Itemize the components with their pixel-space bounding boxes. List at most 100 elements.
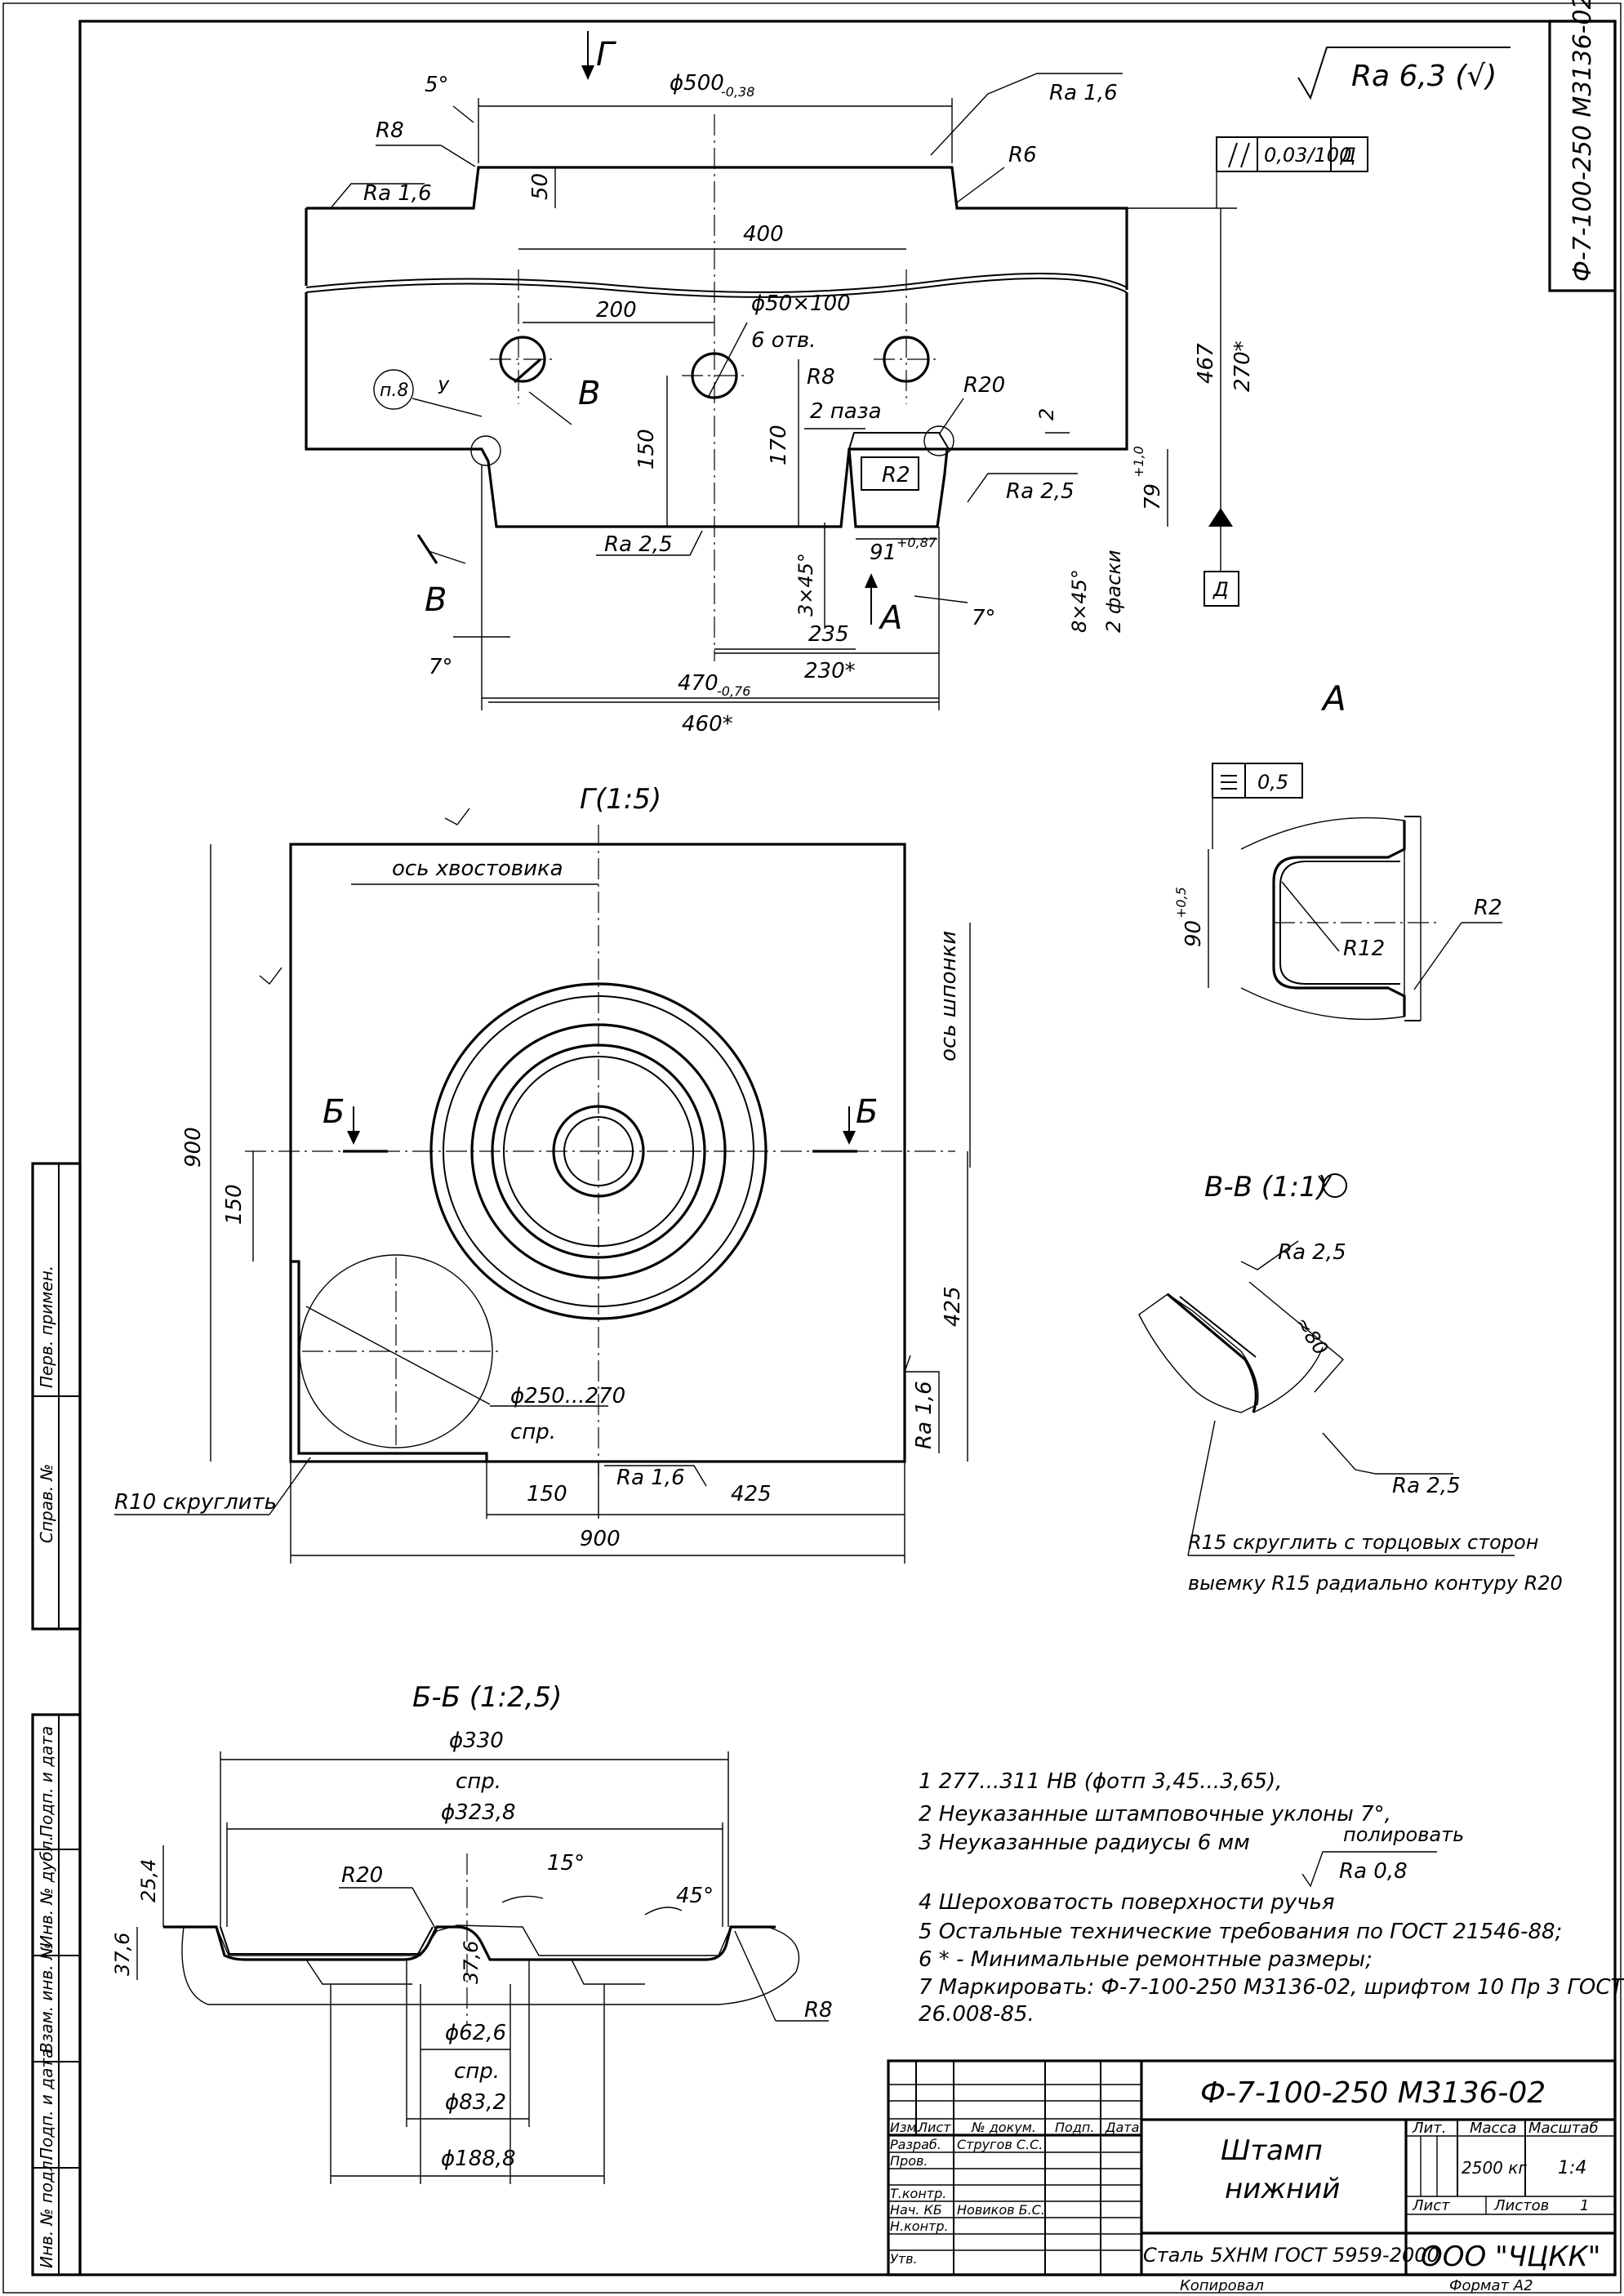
general-roughness: Ra 6,3 (√) <box>1297 47 1511 100</box>
section-bb: Б-Б (1:2,5) ϕ330 спр. ϕ323,8 25,4 37,6 R… <box>111 1681 833 2184</box>
dim-150-v: 150 <box>222 1184 247 1225</box>
slots-count: 2 паза <box>810 399 882 424</box>
parallel-datum: Д <box>1340 144 1356 167</box>
tb-col-sign: Подп. <box>1055 2120 1094 2135</box>
tb-row-prov: Пров. <box>890 2153 928 2169</box>
holes-count: 6 отв. <box>751 328 816 353</box>
r2-slot: R2 <box>882 463 910 487</box>
footer-format: Формат А2 <box>1449 2277 1533 2294</box>
tb-material: Сталь 5ХНМ ГОСТ 5959-2000 <box>1143 2244 1439 2267</box>
dim-79-tol: +1,0 <box>1131 446 1146 478</box>
chamfer-3x45: 3×45° <box>794 553 817 616</box>
dim-235: 235 <box>808 622 849 647</box>
view-g-title: Г(1:5) <box>580 783 661 816</box>
strip-label-inv-dubl: Инв. № дубл. <box>37 1835 56 1947</box>
r2: R2 <box>1474 896 1502 920</box>
angle-7-left: 7° <box>429 655 453 679</box>
tb-scale-value: 1:4 <box>1558 2158 1586 2178</box>
dim-254: 25,4 <box>137 1859 160 1902</box>
tb-col-izm: Изм. <box>890 2120 921 2135</box>
tb-name-2: нижний <box>1225 2173 1340 2205</box>
strip-label-podp1: Подп. и дата <box>37 1726 56 1837</box>
note-7b: 26.008-85. <box>919 2002 1034 2027</box>
footer-copied: Копировал <box>1180 2277 1264 2294</box>
note-5: 5 Остальные технические требования по ГО… <box>919 1920 1562 1944</box>
dim-79: 79 <box>1141 483 1165 510</box>
tb-sheet: Лист <box>1412 2197 1450 2214</box>
dim-400: 400 <box>743 222 784 247</box>
section-bb-title: Б-Б (1:2,5) <box>412 1681 562 1714</box>
view-vv: В-В (1:1) Ra 2,5 ≈80 Ra 2,5 R15 скруглит… <box>1138 1171 1563 1595</box>
section-b-right: Б <box>856 1093 878 1131</box>
dim-150-front: 150 <box>634 429 659 469</box>
key-axis: ось шпонки <box>937 931 961 1061</box>
tb-scale: Масштаб <box>1528 2120 1599 2137</box>
dim-50: 50 <box>528 173 553 200</box>
dia-832: ϕ83,2 <box>445 2090 506 2115</box>
general-roughness-text: Ra 6,3 (√) <box>1351 60 1497 93</box>
tb-sheets-value: 1 <box>1580 2197 1589 2214</box>
view-g: Г(1:5) ось хвостовика ось шпонки Б Б 900… <box>114 783 971 1564</box>
strip-label-inv-podl: Инв. № подл. <box>37 2156 56 2268</box>
tb-code: Ф-7-100-250 М3136-02 <box>1200 2076 1546 2110</box>
dim-460: 460* <box>682 712 733 736</box>
ra25-a: Ra 2,5 <box>1278 1240 1346 1265</box>
tb-row-tkontr: Т.контр. <box>890 2186 946 2201</box>
tb-col-doc: № докум. <box>971 2120 1036 2135</box>
dim-150-h: 150 <box>527 1482 567 1506</box>
note-y: У <box>438 378 450 398</box>
tb-col-date: Дата <box>1105 2120 1139 2135</box>
r8-top: R8 <box>376 118 404 143</box>
strip-label-podp2: Подп. и дата <box>37 2049 56 2160</box>
parallel-value: 0,03/100 <box>1264 144 1351 167</box>
dim-900-v: 900 <box>181 1127 206 1168</box>
angle-7-right: 7° <box>972 606 996 630</box>
dim-230: 230* <box>804 659 856 683</box>
note-3: 3 Неуказанные радиусы 6 мм <box>919 1831 1250 1855</box>
tb-col-list: Лист <box>917 2120 951 2135</box>
dim-470-tol: -0,76 <box>717 683 750 699</box>
view-arrow-g: Г <box>596 36 616 73</box>
r8-bb: R8 <box>804 1998 833 2022</box>
r10-note: R10 скруглить <box>114 1490 277 1515</box>
r12: R12 <box>1343 937 1385 961</box>
strip-label-perv: Перв. примен. <box>37 1266 56 1388</box>
corner-stamp-text: Ф-7-100-250 М3136-02 <box>1568 0 1597 282</box>
note-7: 7 Маркировать: Ф-7-100-250 М3136-02, шри… <box>919 1975 1624 2000</box>
ra16-left: Ra 1,6 <box>363 181 432 206</box>
dim-425-v: 425 <box>941 1286 965 1327</box>
view-a-title: А <box>1320 679 1346 719</box>
holes-dia: ϕ50×100 <box>751 291 851 316</box>
note-ref: п.8 <box>380 380 408 401</box>
dia-626: ϕ62,6 <box>445 2021 506 2045</box>
vv-note2: выемку R15 радиально контуру R20 <box>1188 1572 1563 1595</box>
flatness-value: 0,5 <box>1257 771 1288 794</box>
ref-spr-2: спр. <box>454 2059 500 2084</box>
view-vv-title: В-В (1:1) <box>1204 1171 1328 1204</box>
dim-500: ϕ500 <box>670 71 724 96</box>
dia-330: ϕ330 <box>449 1729 504 1753</box>
ra16-right: Ra 1,6 <box>912 1381 937 1449</box>
ra16-top: Ra 1,6 <box>1049 81 1118 105</box>
r20-bb: R20 <box>341 1863 383 1888</box>
dim-270: 270* <box>1230 340 1255 392</box>
approx-80: ≈80 <box>1290 1312 1333 1359</box>
dim-200: 200 <box>596 298 637 323</box>
two-chamfers: 2 фаски <box>1102 550 1125 633</box>
tb-row-utv: Утв. <box>890 2251 918 2267</box>
left-strip: Перв. примен. Справ. № Подп. и дата Инв.… <box>31 1162 82 2276</box>
view-a: А 0,5 90 +0,5 R12 R2 <box>1173 679 1502 1021</box>
sheet-frame <box>78 20 1617 2276</box>
angle-15: 15° <box>547 1851 585 1876</box>
tb-razrab-name: Стругов С.С. <box>957 2137 1043 2152</box>
r8-slots: R8 <box>807 365 835 389</box>
tb-name-1: Штамп <box>1221 2134 1323 2167</box>
chamfer-8x45: 8×45° <box>1068 569 1091 633</box>
section-b-left: Б <box>323 1093 345 1131</box>
dim-376-mid: 37,6 <box>460 1941 483 1984</box>
dim-470: 470 <box>678 671 719 696</box>
ref-spr-1: спр. <box>456 1769 501 1794</box>
tb-sheets: Листов <box>1493 2197 1549 2214</box>
